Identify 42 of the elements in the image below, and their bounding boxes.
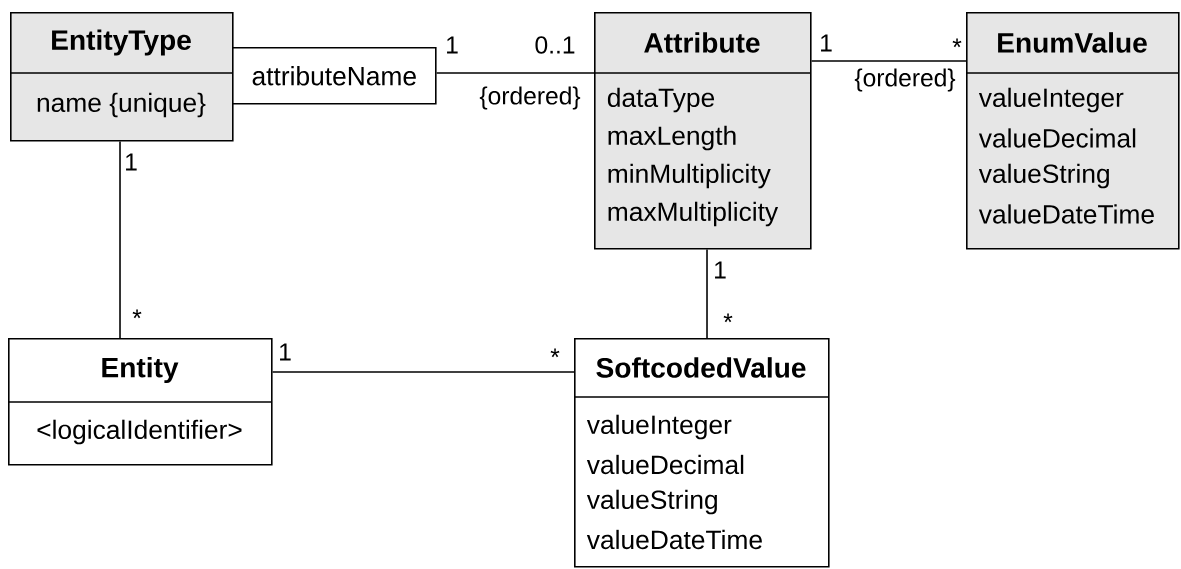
- multiplicity-label: *: [132, 309, 142, 319]
- attribute-text: minMultiplicity: [608, 163, 771, 189]
- multiplicity-label: 1: [126, 153, 137, 171]
- class-name: EnumValue: [998, 32, 1147, 53]
- multiplicity-label: *: [550, 348, 560, 358]
- attribute-text: maxLength: [608, 125, 736, 151]
- attribute-text: valueString: [978, 163, 1109, 189]
- attribute-text: valueInteger: [978, 87, 1124, 113]
- multiplicity-label: 1: [280, 343, 291, 361]
- association-line: [271, 371, 575, 373]
- class-name: EntityType: [52, 29, 191, 56]
- multiplicity-label: *: [952, 38, 962, 48]
- class-box: [965, 12, 1180, 250]
- association-line: [119, 140, 121, 339]
- multiplicity-label: {ordered}: [854, 68, 956, 92]
- class-box: [9, 12, 234, 142]
- attribute-text: valueDateTime: [586, 529, 762, 550]
- class-box: [593, 12, 812, 250]
- attribute-text: valueDecimal: [586, 454, 744, 475]
- multiplicity-label: 0..1: [535, 36, 575, 54]
- attribute-text: valueString: [586, 489, 717, 515]
- attribute-text: dataType: [607, 87, 715, 113]
- attribute-text: valueDecimal: [978, 128, 1136, 148]
- association-line: [810, 60, 967, 62]
- multiplicity-label: 1: [447, 36, 458, 54]
- class-name: Attribute: [644, 32, 760, 53]
- attribute-text: <logicalIdentifier>: [37, 419, 242, 445]
- attribute-text: maxMultiplicity: [608, 201, 779, 227]
- association-line: [435, 72, 595, 74]
- multiplicity-label: 1: [821, 34, 832, 52]
- class-box: [7, 338, 273, 466]
- attribute-text: name {unique}: [37, 92, 206, 118]
- multiplicity-label: {ordered}: [479, 86, 581, 110]
- class-box: [573, 338, 830, 568]
- attribute-text: valueDateTime: [978, 204, 1154, 224]
- qualifier-box: attributeName: [232, 47, 437, 105]
- attribute-text: valueInteger: [586, 414, 732, 440]
- multiplicity-label: *: [723, 313, 733, 323]
- class-name: Entity: [102, 356, 179, 384]
- class-name: SoftcodedValue: [596, 357, 806, 378]
- multiplicity-label: 1: [715, 261, 726, 279]
- association-line: [706, 248, 708, 339]
